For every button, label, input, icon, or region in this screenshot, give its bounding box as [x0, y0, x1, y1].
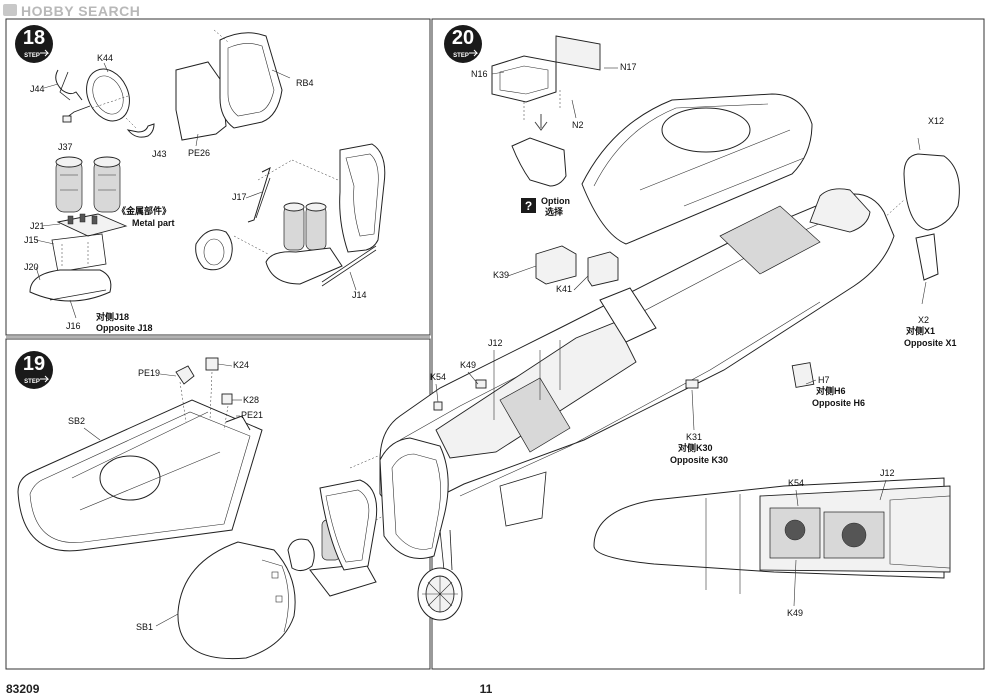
part-label-j44: J44: [30, 84, 45, 94]
h7-opposite-cn: 对侧H6: [816, 385, 846, 396]
part-label-pe26: PE26: [188, 148, 210, 158]
h7-opposite-en: Opposite H6: [812, 398, 865, 408]
airplane-icon: [469, 49, 479, 57]
part-label-k54: K54: [430, 372, 446, 382]
step-19-number: 19: [23, 353, 45, 375]
part-label-j14: J14: [352, 290, 367, 300]
step20-drawings: ?: [379, 35, 960, 621]
detail-label-k49: K49: [787, 608, 803, 618]
part-label-j16: J16: [66, 321, 81, 331]
part-label-x12: X12: [928, 116, 944, 126]
part-label-pe19: PE19: [138, 368, 160, 378]
detail-label-k54: K54: [788, 478, 804, 488]
option-question-glyph: ?: [525, 199, 532, 213]
step18-frame: [5, 18, 431, 336]
part-label-pe21: PE21: [241, 410, 263, 420]
step-19-word: STEP: [24, 379, 40, 385]
part-label-j43: J43: [152, 149, 167, 159]
part-label-n2: N2: [572, 120, 584, 130]
part-label-k28: K28: [243, 395, 259, 405]
metal-part-en: Metal part: [132, 218, 175, 228]
part-label-k41: K41: [556, 284, 572, 294]
part-label-sb1: SB1: [136, 622, 153, 632]
part-label-k49: K49: [460, 360, 476, 370]
airplane-icon: [40, 375, 50, 383]
part-label-n17: N17: [620, 62, 637, 72]
part-label-sb2: SB2: [68, 416, 85, 426]
part-label-k24: K24: [233, 360, 249, 370]
part-label-j12: J12: [488, 338, 503, 348]
step-18-number: 18: [23, 27, 45, 49]
part-label-j17: J17: [232, 192, 247, 202]
x2-opposite-cn: 对侧X1: [906, 325, 935, 336]
step19-drawings: [17, 357, 391, 660]
part-label-n16: N16: [471, 69, 488, 79]
step-20-number: 20: [452, 27, 474, 49]
part-label-j15: J15: [24, 235, 39, 245]
airplane-icon: [40, 49, 50, 57]
step-18-badge: 18 STEP: [15, 25, 53, 63]
part-label-h7: H7: [818, 375, 830, 385]
detail-label-j12: J12: [880, 468, 895, 478]
k31-opposite-en: Opposite K30: [670, 455, 728, 465]
step-20-word: STEP: [453, 53, 469, 59]
option-label-cn: 选择: [545, 206, 564, 217]
k31-opposite-cn: 对侧K30: [678, 442, 713, 453]
step18-labels: K44 J44 J37 J43 RB4 PE26 《金属部件》 Metal pa…: [24, 53, 367, 333]
x2-opposite-en: Opposite X1: [904, 338, 957, 348]
part-label-k44: K44: [97, 53, 113, 63]
leader-lines: [35, 67, 927, 627]
step20-labels: N16 N17 N2 X12 Option 选择 K39 K41 J12 K49…: [430, 62, 957, 618]
option-label-en: Option: [541, 196, 570, 206]
part-label-j20: J20: [24, 262, 39, 272]
part-label-x2: X2: [918, 315, 929, 325]
step-18-word: STEP: [24, 53, 40, 59]
hobby-search-watermark: HOBBY SEARCH: [3, 3, 140, 19]
part-label-k31: K31: [686, 432, 702, 442]
step20-frame: [431, 18, 985, 670]
metal-part-cn: 《金属部件》: [117, 205, 171, 216]
option-question-icon: [521, 198, 536, 213]
part-label-j37: J37: [58, 142, 73, 152]
part-label-k39: K39: [493, 270, 509, 280]
step19-labels: PE19 K24 K28 PE21 SB2 SB1: [68, 360, 263, 632]
kit-number: 83209: [6, 682, 40, 696]
page-number: 11: [480, 682, 493, 696]
step-20-badge: 20 STEP: [444, 25, 482, 63]
part-label-rb4: RB4: [296, 78, 314, 88]
step-19-badge: 19 STEP: [15, 351, 53, 389]
watermark-brand: HOBBY SEARCH: [21, 3, 140, 19]
arrow-down-icon: [534, 114, 548, 131]
part-label-j21: J21: [30, 221, 45, 231]
opposite-j18-cn: 对侧J18: [96, 311, 129, 322]
watermark-logo-icon: [3, 4, 17, 16]
opposite-j18-en: Opposite J18: [96, 323, 153, 333]
step18-drawings: [29, 29, 386, 319]
